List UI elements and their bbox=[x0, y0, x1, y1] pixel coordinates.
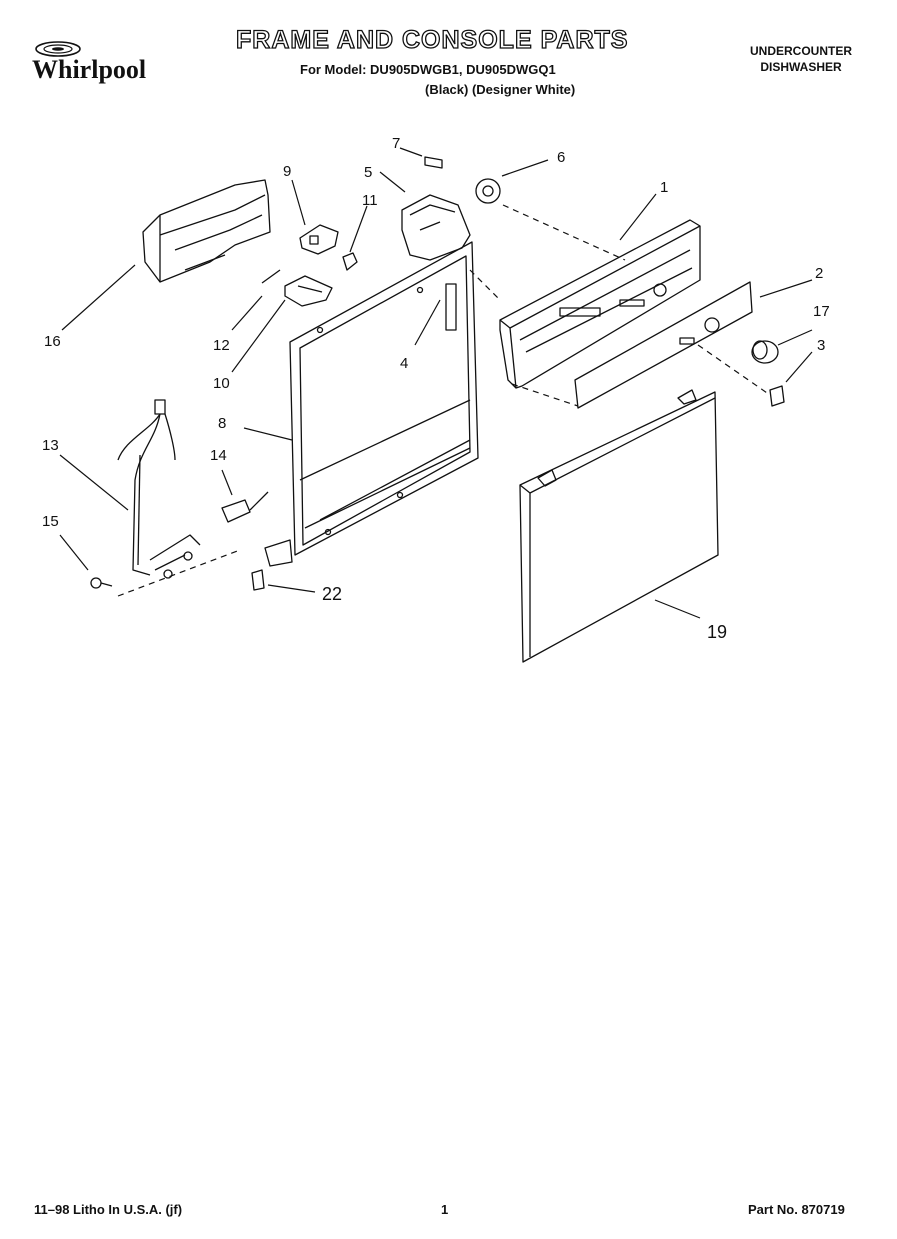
product-category-line1: UNDERCOUNTER bbox=[750, 44, 852, 58]
callout-6: 6 bbox=[557, 149, 565, 166]
door-switch-part bbox=[221, 491, 269, 523]
callout-4: 4 bbox=[400, 355, 408, 372]
callout-11: 11 bbox=[362, 192, 378, 209]
leader-lines bbox=[59, 147, 813, 619]
callout-8: 8 bbox=[218, 415, 226, 432]
outer-door-frame-part bbox=[264, 241, 479, 567]
screw-part bbox=[90, 577, 113, 589]
latch-assembly-part bbox=[261, 224, 358, 307]
console-panel-part bbox=[574, 281, 753, 409]
print-info: 11–98 Litho In U.S.A. (jf) bbox=[34, 1202, 183, 1217]
callout-22: 22 bbox=[322, 584, 342, 604]
callout-2: 2 bbox=[815, 265, 823, 282]
control-knob-part bbox=[751, 340, 785, 407]
callout-3: 3 bbox=[817, 337, 825, 354]
callout-5: 5 bbox=[364, 164, 372, 181]
callout-19: 19 bbox=[707, 622, 727, 642]
wiring-harness-part bbox=[117, 399, 201, 579]
callout-17: 17 bbox=[813, 303, 830, 320]
vent-duct-part bbox=[142, 179, 271, 283]
product-category-line2: DISHWASHER bbox=[760, 60, 842, 74]
callout-7: 7 bbox=[392, 135, 400, 152]
callout-13: 13 bbox=[42, 437, 59, 454]
callout-14: 14 bbox=[210, 447, 227, 464]
door-latch-bracket-part bbox=[401, 156, 501, 261]
part-number: Part No. 870719 bbox=[748, 1202, 845, 1217]
whirlpool-logo: Whirlpool bbox=[32, 41, 146, 84]
page-number: 1 bbox=[441, 1202, 449, 1217]
callout-labels: 7 6 5 1 9 11 2 17 3 16 12 10 4 8 13 14 1… bbox=[42, 135, 830, 642]
callout-12: 12 bbox=[213, 337, 230, 354]
callout-16: 16 bbox=[44, 333, 61, 350]
callout-9: 9 bbox=[283, 163, 291, 180]
callout-15: 15 bbox=[42, 513, 59, 530]
callout-1: 1 bbox=[660, 179, 668, 196]
page-title: FRAME AND CONSOLE PARTS bbox=[235, 25, 629, 54]
color-variants: (Black) (Designer White) bbox=[425, 82, 576, 97]
callout-10: 10 bbox=[213, 375, 230, 392]
model-numbers: For Model: DU905DWGB1, DU905DWGQ1 bbox=[300, 62, 556, 77]
door-panel-part bbox=[519, 389, 719, 663]
small-clip-part bbox=[251, 569, 265, 591]
control-console-part bbox=[499, 219, 701, 389]
svg-text:Whirlpool: Whirlpool bbox=[32, 55, 146, 84]
